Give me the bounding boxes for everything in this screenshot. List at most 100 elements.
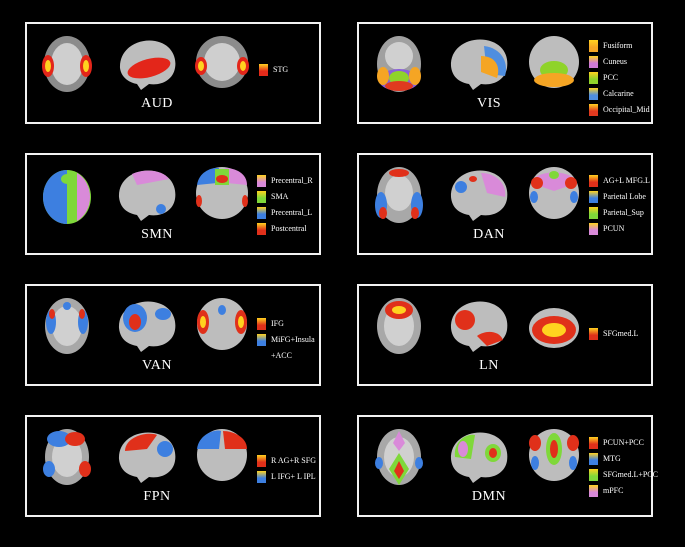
brain-images-van (45, 298, 247, 354)
legend-label: MTG (603, 454, 621, 463)
axial-brain-dan (375, 167, 423, 223)
legend-swatch (589, 39, 598, 52)
sagittal-brain-ln (450, 301, 508, 352)
legend-label: +ACC (271, 351, 292, 360)
legend-label: STG (273, 65, 289, 74)
legend-item: Fusiform (589, 38, 650, 53)
legend-swatch (589, 103, 598, 116)
legend-item: Parietal Lobe (589, 189, 650, 204)
legend-smn: Precentral_R SMA Precentral_L Postcentra… (257, 173, 313, 237)
legend-label: SFGmed.L (603, 329, 639, 338)
brain-images-vis (377, 36, 579, 92)
legend-label: mPFC (603, 486, 624, 495)
legend-item: PCUN+PCC (589, 435, 658, 450)
legend-swatch (257, 174, 266, 187)
legend-swatch (589, 452, 598, 465)
sagittal-brain-aud (119, 40, 176, 90)
legend-ln: SFGmed.L (589, 326, 638, 342)
legend-label: Occipital_Mid (603, 105, 650, 114)
legend-label: PCC (603, 73, 619, 82)
brain-images-dmn (375, 429, 579, 485)
panel-dan: DAN AG+L MFG.L Parietal Lobe Parietal_Su… (357, 153, 653, 255)
brain-images-aud (42, 36, 249, 92)
legend-swatch (259, 63, 268, 76)
legend-item: Precentral_R (257, 173, 313, 188)
coronal-brain-ln (529, 308, 579, 348)
brain-images-fpn (43, 429, 247, 485)
axial-brain-ln (377, 298, 421, 354)
legend-item: Parietal_Sup (589, 205, 650, 220)
legend-swatch (257, 317, 266, 330)
legend-label: Fusiform (603, 41, 633, 50)
legend-label: IFG (271, 319, 284, 328)
legend-fpn: R AG+R SFG L IFG+ L IPL (257, 453, 316, 485)
panel-title-van: VAN (141, 358, 173, 373)
legend-item: MTG (589, 451, 658, 466)
legend-aud: STG (259, 62, 288, 78)
panel-aud: AUD STG (25, 22, 321, 124)
legend-swatch (589, 71, 598, 84)
coronal-brain-van (197, 298, 247, 350)
legend-swatch (589, 468, 598, 481)
axial-brain-van (45, 298, 89, 354)
legend-item: SFGmed.L (589, 326, 638, 341)
legend-item: IFG (257, 316, 315, 331)
panel-dmn: DMN PCUN+PCC MTG SFGmed.L+PCC mPFC (357, 415, 658, 517)
legend-item: mPFC (589, 483, 658, 498)
brain-images-ln (377, 298, 579, 354)
legend-label: L IFG+ L IPL (271, 472, 316, 481)
panel-smn: SMN Precentral_R SMA Precentral_L Postce… (25, 153, 321, 255)
legend-item: Calcarine (589, 86, 650, 101)
axial-brain-aud (42, 36, 92, 92)
legend-item: AG+L MFG.L (589, 173, 650, 188)
legend-item: PCC (589, 70, 650, 85)
legend-label: PCUN+PCC (603, 438, 644, 447)
legend-item: Postcentral (257, 221, 313, 236)
legend-swatch (257, 333, 266, 346)
sagittal-brain-smn (118, 170, 176, 221)
coronal-brain-aud (195, 36, 249, 88)
panel-title-dan: DAN (473, 227, 505, 242)
legend-item: Precentral_L (257, 205, 313, 220)
legend-swatch (257, 222, 266, 235)
sagittal-brain-dan (450, 170, 508, 221)
legend-swatch (589, 436, 598, 449)
coronal-brain-vis (529, 36, 579, 88)
legend-item: PCUN (589, 221, 650, 236)
axial-brain-vis (377, 36, 421, 92)
legend-label: SFGmed.L+PCC (603, 470, 658, 479)
legend-item: SFGmed.L+PCC (589, 467, 658, 482)
legend-swatch (257, 190, 266, 203)
legend-dmn: PCUN+PCC MTG SFGmed.L+PCC mPFC (589, 435, 658, 499)
legend-van: IFG MiFG+Insula +ACC (257, 316, 315, 364)
legend-swatch (589, 327, 598, 340)
sagittal-brain-vis (450, 39, 508, 90)
panel-ln: LN SFGmed.L (357, 284, 653, 386)
legend-swatch (589, 190, 598, 203)
brain-images-smn (43, 167, 248, 224)
legend-item: SMA (257, 189, 313, 204)
legend-label: PCUN (603, 224, 625, 233)
coronal-brain-dmn (529, 429, 579, 481)
legend-dan: AG+L MFG.L Parietal Lobe Parietal_Sup PC… (589, 173, 650, 237)
legend-swatch (257, 454, 266, 467)
panel-title-fpn: FPN (143, 489, 171, 504)
legend-item: Cuneus (589, 54, 650, 69)
panel-title-ln: LN (479, 358, 499, 373)
panel-title-vis: VIS (476, 96, 502, 111)
legend-swatch (589, 55, 598, 68)
panel-title-dmn: DMN (471, 489, 507, 504)
panel-title-smn: SMN (141, 227, 173, 242)
coronal-brain-fpn (197, 429, 247, 481)
legend-item: L IFG+ L IPL (257, 469, 316, 484)
legend-label: Parietal_Sup (603, 208, 644, 217)
legend-label: SMA (271, 192, 289, 201)
panel-van: VAN IFG MiFG+Insula +ACC (25, 284, 321, 386)
legend-label: Parietal Lobe (603, 192, 646, 201)
legend-vis: Fusiform Cuneus PCC Calcarine Occipital_… (589, 38, 650, 118)
legend-label: Postcentral (271, 224, 307, 233)
sagittal-brain-dmn (450, 432, 508, 483)
brain-images-dan (375, 167, 579, 223)
axial-brain-smn (43, 170, 91, 224)
legend-label: R AG+R SFG (271, 456, 316, 465)
